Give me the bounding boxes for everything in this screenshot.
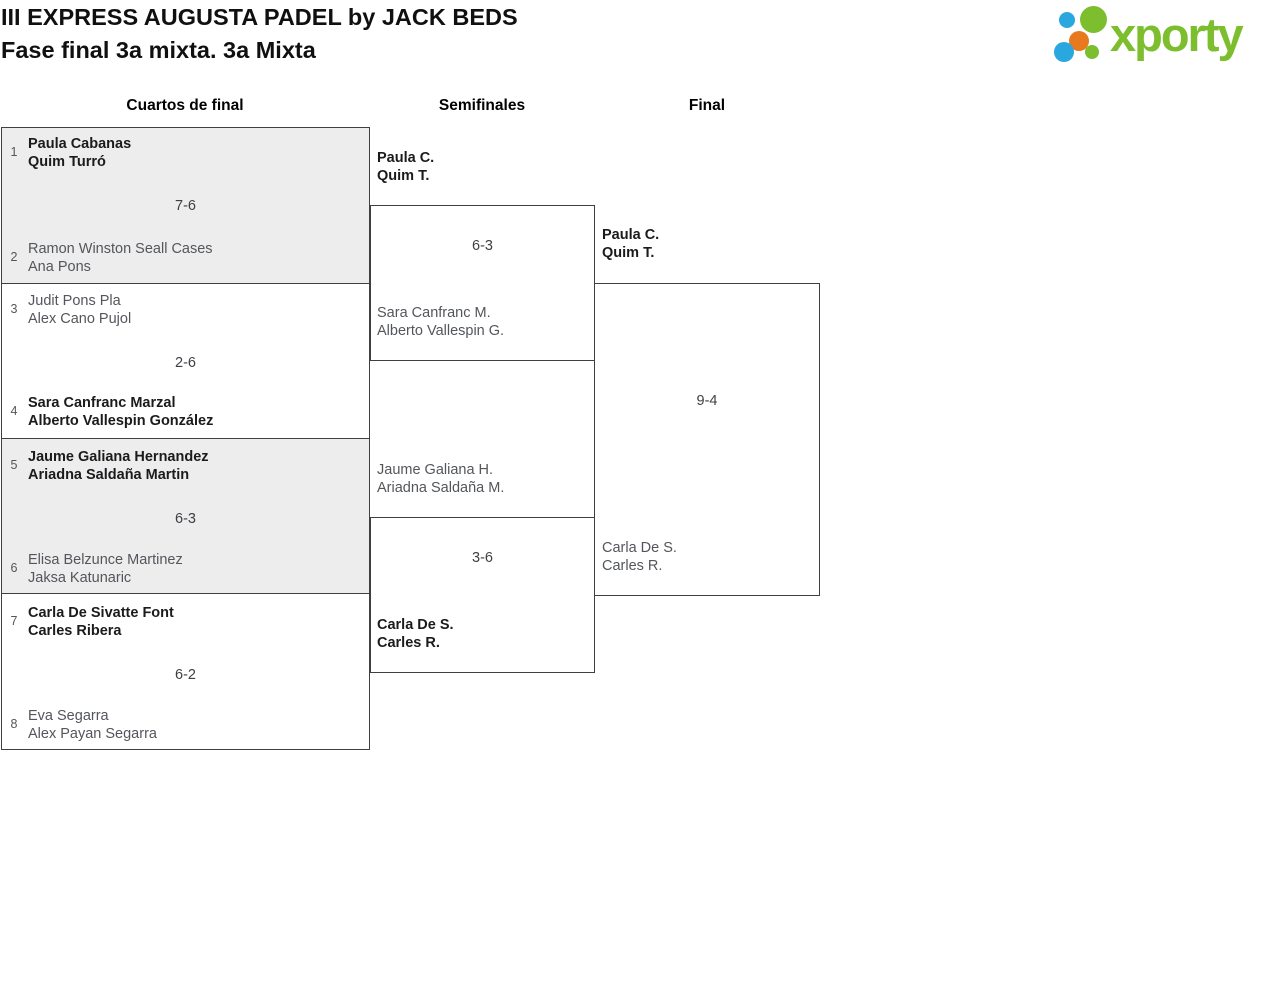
player-name: Sara Canfranc M. (377, 305, 491, 321)
team-label-qf1-top: Paula Cabanas Quim Turró (28, 135, 131, 171)
player-name: Jaume Galiana H. (377, 462, 494, 478)
seed-number: 7 (10, 614, 18, 628)
player-name: Paula Cabanas (28, 136, 132, 152)
seed-number: 6 (10, 561, 18, 575)
player-name: Quim T. (377, 168, 430, 184)
player-name: Judit Pons Pla (28, 293, 121, 309)
page-subtitle: Fase final 3a mixta. 3a Mixta (1, 37, 316, 63)
player-name: Carla De S. (377, 617, 454, 633)
match-score: 6-2 (175, 667, 196, 683)
team-label-qf1-bottom: Ramon Winston Seall Cases Ana Pons (28, 240, 213, 276)
player-name: Ana Pons (28, 259, 91, 275)
player-name: Elisa Belzunce Martinez (28, 552, 183, 568)
team-label-qf4-bottom: Eva Segarra Alex Payan Segarra (28, 707, 157, 743)
team-label-sf2-top: Jaume Galiana H. Ariadna Saldaña M. (377, 461, 504, 497)
player-name: Quim T. (602, 245, 655, 261)
player-name: Ariadna Saldaña M. (377, 480, 505, 496)
qf-match-1-box (1, 127, 370, 284)
round-header-semifinals: Semifinales (438, 97, 526, 114)
player-name: Carles R. (602, 558, 663, 574)
page-title: III EXPRESS AUGUSTA PADEL by JACK BEDS (1, 4, 518, 30)
player-name: Paula C. (602, 227, 660, 243)
seed-number: 1 (10, 145, 18, 159)
seed-number: 3 (10, 302, 18, 316)
team-label-qf3-bottom: Elisa Belzunce Martinez Jaksa Katunaric (28, 551, 183, 587)
match-score: 6-3 (175, 511, 196, 527)
match-score: 6-3 (472, 238, 493, 254)
team-label-final-bottom: Carla De S. Carles R. (602, 539, 677, 575)
team-label-final-top: Paula C. Quim T. (602, 226, 659, 262)
logo-dot-green-small-icon (1085, 45, 1099, 59)
logo-dot-blue-medium-icon (1054, 42, 1074, 62)
xporty-logo[interactable]: xporty (1050, 4, 1280, 70)
match-score: 9-4 (696, 393, 718, 409)
player-name: Alberto Vallespin G. (377, 323, 505, 339)
team-label-qf4-top: Carla De Sivatte Font Carles Ribera (28, 604, 174, 640)
player-name: Carla De Sivatte Font (28, 605, 174, 621)
final-match-box (594, 283, 820, 596)
player-name: Alex Payan Segarra (28, 726, 157, 742)
seed-number: 8 (10, 717, 18, 731)
player-name: Jaksa Katunaric (28, 570, 132, 586)
xporty-logo-wordmark: xporty (1110, 8, 1244, 61)
player-name: Sara Canfranc Marzal (28, 395, 176, 411)
round-header-quarterfinals: Cuartos de final (126, 97, 244, 114)
player-name: Alberto Vallespin González (28, 413, 214, 429)
seed-number: 2 (10, 250, 18, 264)
player-name: Quim Turró (28, 154, 106, 170)
logo-dot-blue-small-icon (1059, 12, 1075, 28)
seed-number: 5 (10, 458, 18, 472)
team-label-qf2-top: Judit Pons Pla Alex Cano Pujol (28, 292, 131, 328)
qf-match-4-box (1, 593, 370, 750)
player-name: Paula C. (377, 150, 435, 166)
match-score: 2-6 (175, 355, 196, 371)
seed-number: 4 (10, 404, 18, 418)
team-label-qf2-bottom: Sara Canfranc Marzal Alberto Vallespin G… (28, 394, 213, 430)
player-name: Alex Cano Pujol (28, 311, 132, 327)
player-name: Carles R. (377, 635, 440, 651)
logo-dot-orange-icon (1069, 31, 1089, 51)
player-name: Carla De S. (602, 540, 677, 556)
player-name: Jaume Galiana Hernandez (28, 449, 209, 465)
team-label-sf1-bottom: Sara Canfranc M. Alberto Vallespin G. (377, 304, 504, 340)
round-header-final: Final (688, 97, 726, 114)
match-score: 3-6 (472, 550, 493, 566)
team-label-sf2-bottom: Carla De S. Carles R. (377, 616, 454, 652)
logo-dot-green-large-icon (1080, 6, 1107, 33)
player-name: Carles Ribera (28, 623, 122, 639)
match-score: 7-6 (175, 198, 196, 214)
team-label-sf1-top: Paula C. Quim T. (377, 149, 434, 185)
player-name: Ariadna Saldaña Martin (28, 467, 190, 483)
team-label-qf3-top: Jaume Galiana Hernandez Ariadna Saldaña … (28, 448, 209, 484)
player-name: Eva Segarra (28, 708, 109, 724)
player-name: Ramon Winston Seall Cases (28, 241, 213, 257)
